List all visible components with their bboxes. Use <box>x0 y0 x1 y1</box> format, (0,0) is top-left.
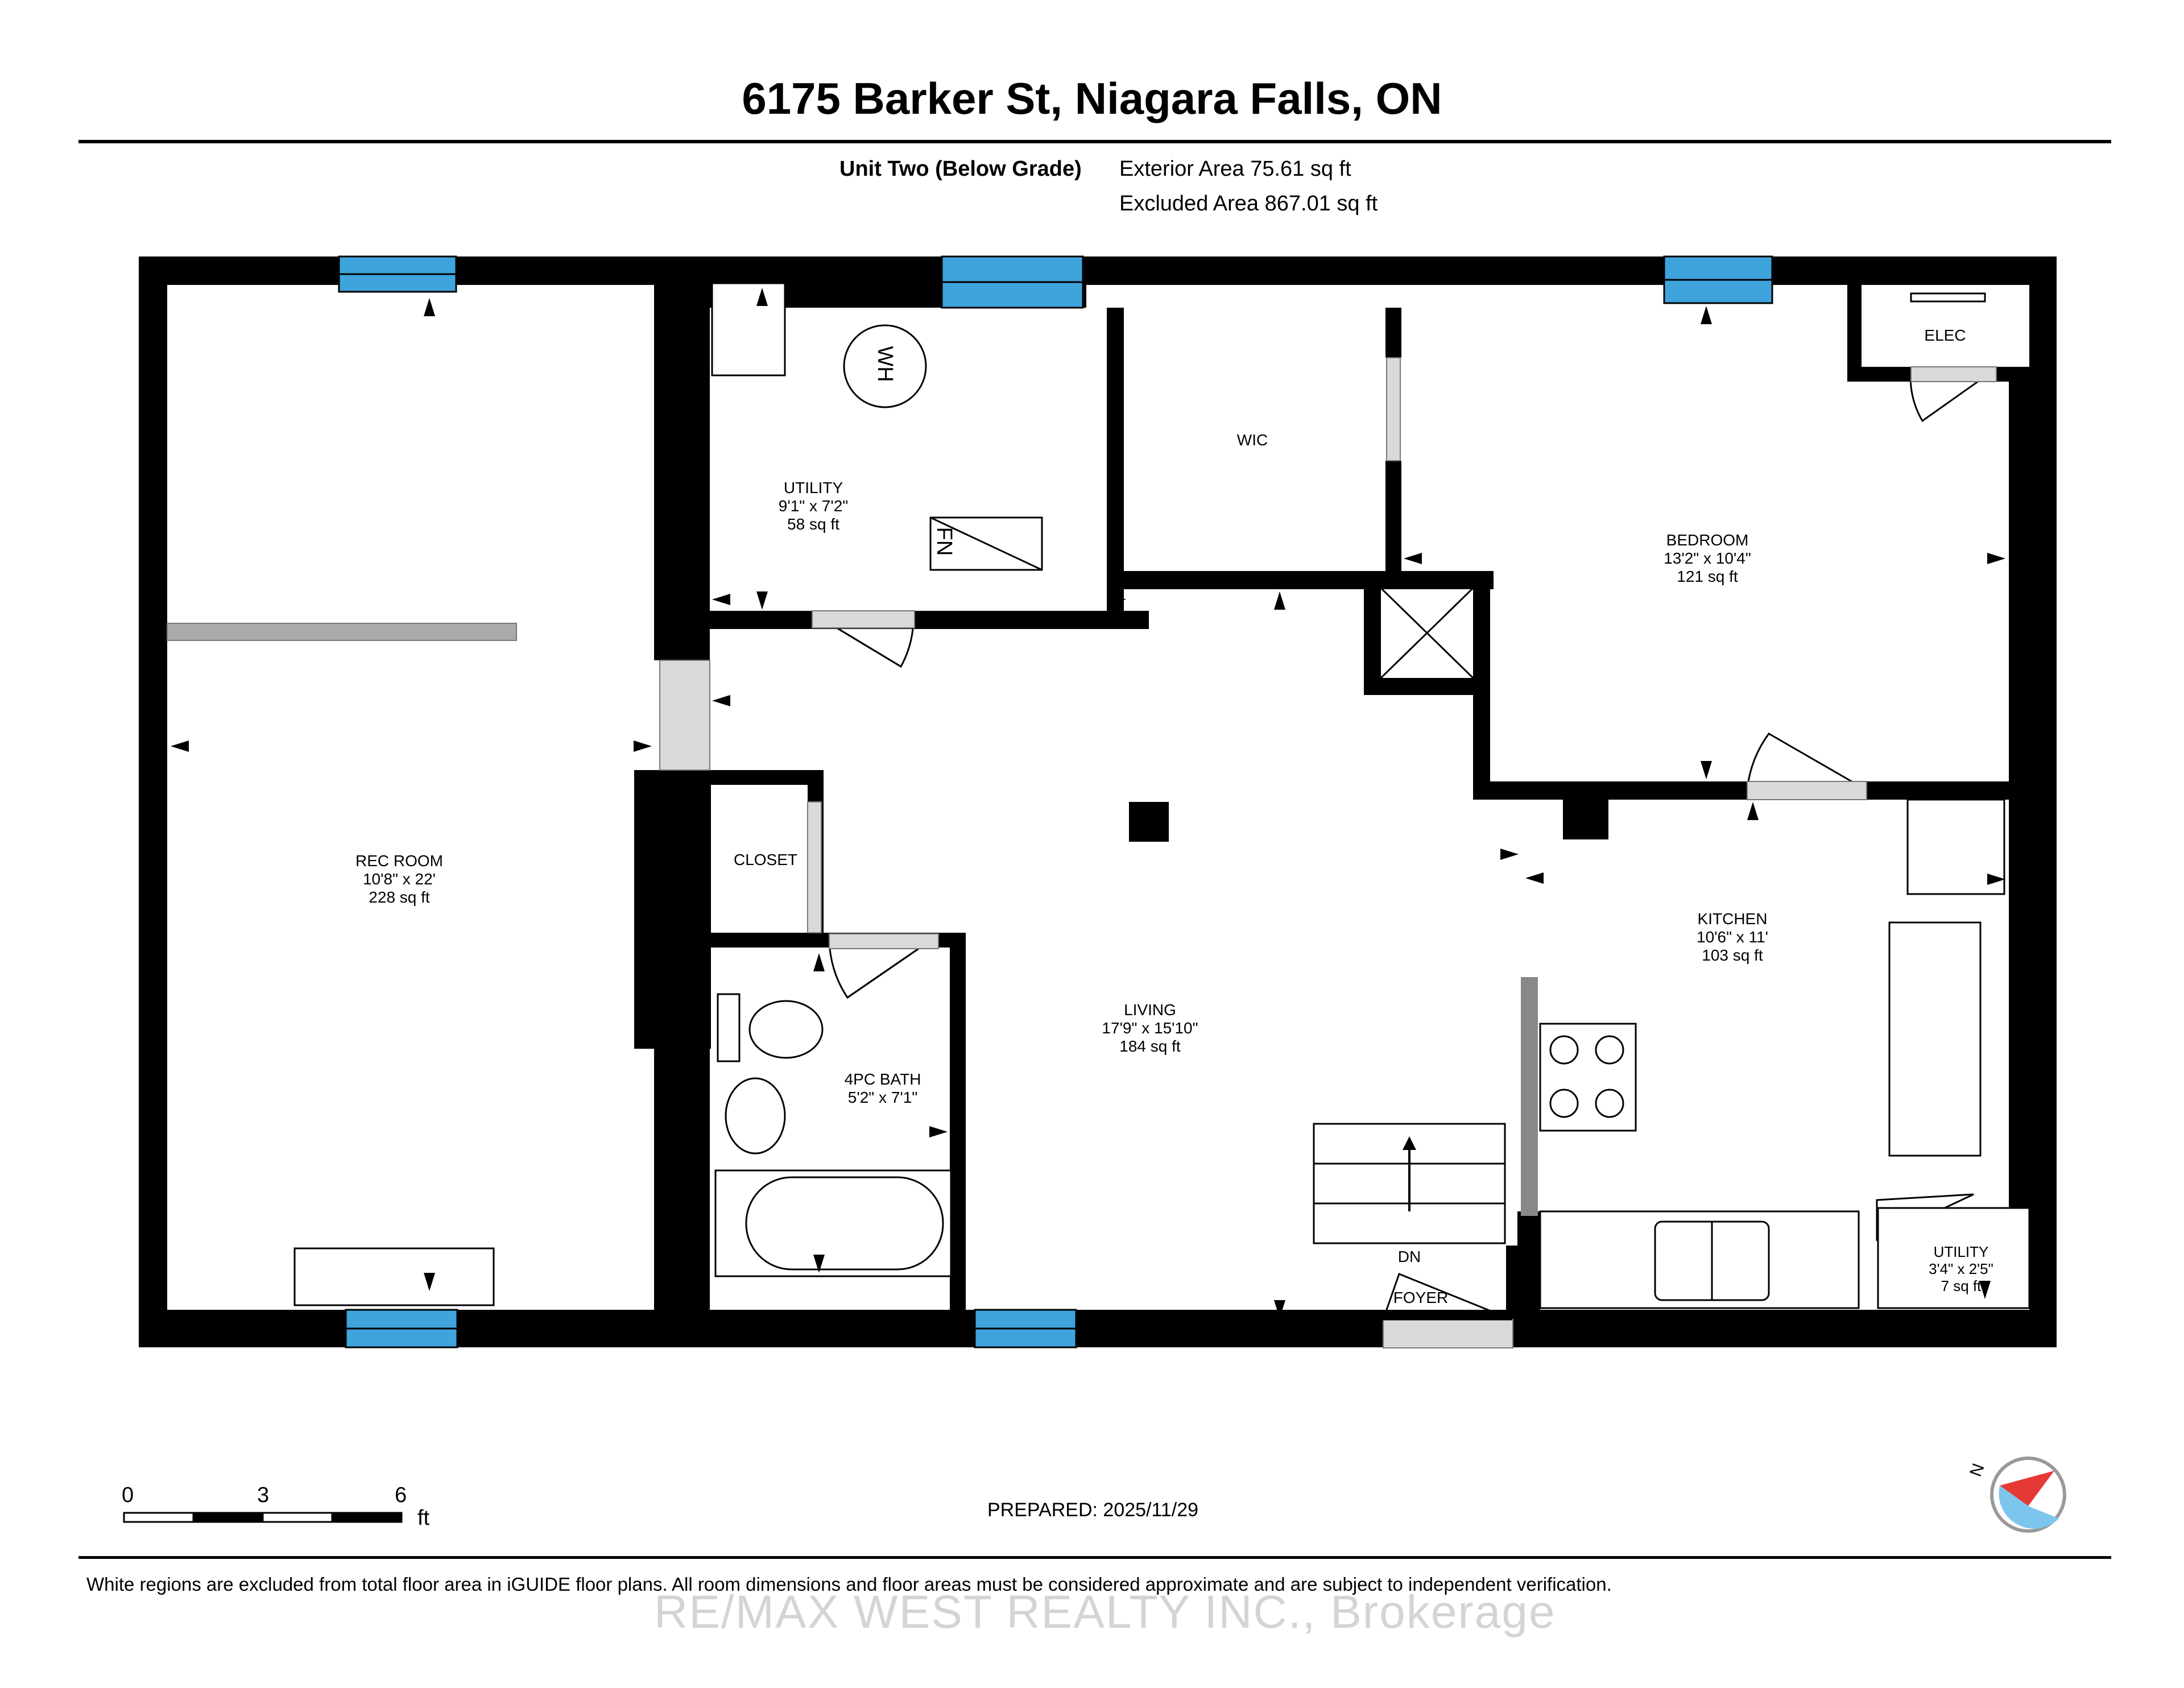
door-openings <box>659 357 1513 1348</box>
room-area: 121 sq ft <box>1677 568 1738 585</box>
rec-room-shelf <box>167 623 517 641</box>
room-name: BEDROOM <box>1666 531 1749 549</box>
room-wic: WIC <box>1236 431 1268 449</box>
room-name: 4PC BATH <box>844 1070 921 1088</box>
exterior-area: Exterior Area 75.61 sq ft <box>1119 157 1351 181</box>
room-bedroom: BEDROOM 13'2" x 10'4" 121 sq ft <box>1664 531 1751 586</box>
title-divider <box>78 140 2111 143</box>
room-living: LIVING 17'9" x 15'10" 184 sq ft <box>1102 1001 1198 1056</box>
prepared-date: PREPARED: 2025/11/29 <box>987 1499 1199 1521</box>
scale-tick-6: 6 <box>395 1483 407 1507</box>
room-dims: 9'1" x 7'2" <box>778 497 849 515</box>
room-area: 184 sq ft <box>1119 1037 1181 1055</box>
room-rec-room: REC ROOM 10'8" x 22' 228 sq ft <box>355 852 443 907</box>
unit-name: Unit Two (Below Grade) <box>839 157 1082 181</box>
disclaimer-text: White regions are excluded from total fl… <box>86 1574 1612 1595</box>
room-utility: UTILITY 9'1" x 7'2" 58 sq ft <box>779 479 848 533</box>
room-bath: 4PC BATH 5'2" x 7'1" <box>845 1070 921 1107</box>
room-dims: 3'4" x 2'5" <box>1929 1260 1993 1277</box>
room-dims: 5'2" x 7'1" <box>847 1089 918 1106</box>
room-elec: ELEC <box>1924 326 1966 344</box>
room-name: KITCHEN <box>1697 910 1768 928</box>
dimension-markers <box>171 288 2005 1318</box>
door-sills <box>812 366 1997 949</box>
exterior-walls <box>139 256 2057 1347</box>
room-foyer: FOYER <box>1393 1289 1449 1306</box>
room-kitchen: KITCHEN 10'6" x 11' 103 sq ft <box>1697 910 1768 965</box>
room-name: UTILITY <box>783 479 843 497</box>
scale-tick-0: 0 <box>122 1483 134 1507</box>
footer-divider <box>78 1556 2111 1559</box>
room-name: UTILITY <box>1933 1243 1989 1260</box>
room-area: 228 sq ft <box>369 888 430 906</box>
room-dims: 10'6" x 11' <box>1697 928 1768 946</box>
room-closet: CLOSET <box>733 851 798 868</box>
window-mullions <box>339 273 1772 1330</box>
stairs-down-label: DN <box>1397 1248 1421 1265</box>
scale-unit: ft <box>417 1506 430 1530</box>
room-name: LIVING <box>1124 1001 1176 1019</box>
room-utility-small: UTILITY 3'4" x 2'5" 7 sq ft <box>1929 1243 1993 1294</box>
excluded-area: Excluded Area 867.01 sq ft <box>1119 192 1378 216</box>
room-dims: 10'8" x 22' <box>362 870 436 888</box>
room-area: 58 sq ft <box>787 515 839 533</box>
room-name: REC ROOM <box>355 852 443 870</box>
room-dims: 13'2" x 10'4" <box>1664 549 1751 567</box>
room-dims: 17'9" x 15'10" <box>1102 1019 1198 1037</box>
kitchen-half-wall <box>1521 977 1538 1216</box>
scale-tick-3: 3 <box>257 1483 270 1507</box>
room-area: 7 sq ft <box>1941 1277 1982 1294</box>
page-title: 6175 Barker St, Niagara Falls, ON <box>742 73 1442 123</box>
room-area: 103 sq ft <box>1702 946 1763 964</box>
brokerage-watermark: RE/MAX WEST REALTY INC., Brokerage <box>654 1586 1556 1638</box>
